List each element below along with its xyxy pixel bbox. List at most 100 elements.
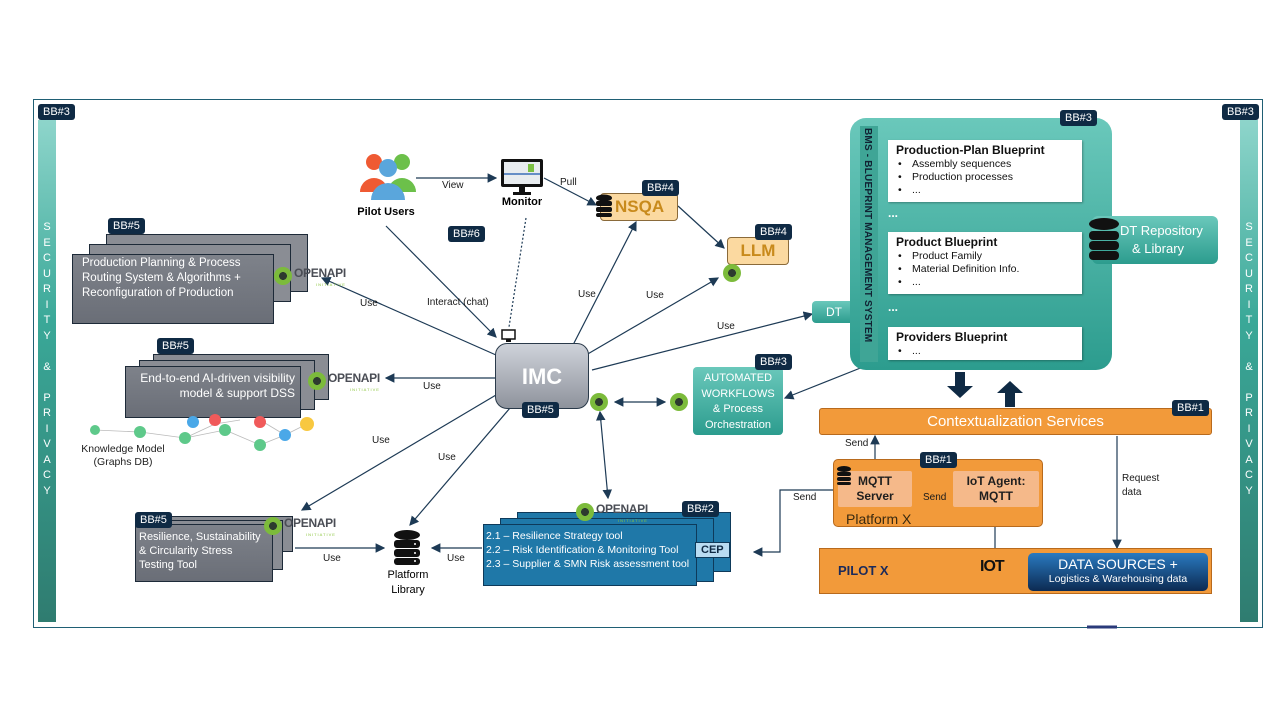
openapi-icon [576,502,594,521]
edge-label-send: Send [793,492,817,503]
security-letter: E [43,236,51,249]
arrow-context-up [997,381,1023,407]
openapi-icon [264,516,282,535]
monitor-icon[interactable] [500,158,546,196]
tool-line: End-to-end AI-driven visibility [140,371,295,385]
bms-badge: BB#3 [1060,110,1097,126]
security-letter: R [43,283,51,295]
edge-label-view: View [442,180,464,191]
edge-imc-stress [300,394,497,511]
pilot-users-icon [360,154,416,200]
dt-tag[interactable]: DT [812,301,856,323]
edge-label-send: Send [923,492,947,503]
security-letter [45,375,48,391]
llm-label: LLM [740,241,776,260]
chat-screen-icon [501,329,516,342]
graph-node [254,416,266,428]
security-letter: C [43,252,51,264]
blueprint-card-production-plan[interactable]: Production-Plan Blueprint Assembly seque… [888,140,1082,202]
llm-node[interactable]: LLM [727,237,789,265]
security-letter: U [43,267,51,280]
openapi-connector-icon [670,393,688,411]
openapi-icon [308,371,326,390]
edge-label-use: Use [447,553,465,564]
automated-workflows-node[interactable]: AUTOMATED WORKFLOWS & Process Orchestrat… [693,367,783,435]
edge-label-send: Send [845,438,869,449]
edge-label-use: Use [438,452,456,463]
graph-node [219,424,231,436]
edge-monitor-imc [508,217,527,328]
security-letter: T [43,314,51,326]
dt-repository-db-icon [1089,218,1119,260]
llm-badge: BB#4 [755,224,792,240]
edge-imc-dt [591,311,814,371]
pilot-x-label: PILOT X [838,563,889,578]
graph-node [209,414,221,426]
edge-label-use: Use [717,321,735,332]
mqtt-server-node[interactable]: MQTT Server [838,471,912,507]
edge-label-pull: Pull [560,177,577,188]
platform-library-label: Platform Library [387,569,429,596]
openapi-icon [274,266,292,285]
security-letter: U [1245,267,1253,280]
security-letter: P [1245,391,1253,404]
blueprint-card-providers[interactable]: Providers Blueprint ... [888,327,1082,360]
graph-node [254,439,266,451]
contextualization-services[interactable]: Contextualization Services [819,408,1212,435]
security-letter: Y [1245,329,1253,342]
bms-vertical-title: BMS - BLUEPRINT MANAGEMENT SYSTEM [862,128,873,343]
tool-line: Production Planning & Process [82,257,241,269]
diagram-frame [33,99,1263,628]
blueprint-card-product[interactable]: Product Blueprint Product Family Materia… [888,232,1082,294]
edge-imc-library [409,407,511,526]
openapi-connector-icon [723,264,741,282]
security-letter: A [1245,453,1253,466]
tool-line: 2.1 – Resilience Strategy tool [486,530,623,542]
tool-line: Resilience, Sustainability [139,531,261,543]
cep-box[interactable]: CEP [695,542,730,558]
security-letter: S [1245,221,1253,233]
contextualization-badge: BB#1 [1172,400,1209,416]
security-letter [1247,344,1250,360]
security-letter [45,344,48,360]
edge-imc-prodplan [320,277,497,356]
security-letter: C [1245,469,1253,481]
edge-imc-nsqa [572,220,637,346]
edge-bms-workflow [783,364,869,400]
tool-line: & Circularity Stress [139,545,233,557]
knowledge-model-label: Knowledge Model (Graphs DB) [81,443,165,468]
openapi-connector-icon [590,393,608,411]
tool-line: 2.3 – Supplier & SMN Risk assessment too… [486,558,690,570]
monitor-label: Monitor [501,196,543,208]
security-letter: I [45,422,49,435]
tool-line: Reconfiguration of Production [82,287,234,299]
edge-pull [543,177,598,206]
imc-node[interactable]: IMC [495,343,589,409]
edge-imc-bb2 [595,410,613,500]
arrow-bms-down [947,372,973,398]
security-letter: Y [1245,484,1253,497]
edge-label-use: Use [578,289,596,300]
iot-agent-node[interactable]: IoT Agent: MQTT [953,471,1039,507]
tool-line: Testing Tool [139,559,197,571]
security-letter: T [1245,314,1253,326]
edge-label-use: Use [360,298,378,309]
graph-node [279,429,291,441]
security-letter: I [1247,422,1251,435]
platform-library-db-icon [394,530,420,565]
edge-mqtt-cep [752,489,833,557]
graph-node [300,417,314,431]
security-letter: I [1247,298,1251,311]
security-badge-right: BB#3 [1222,104,1259,120]
data-sources-node[interactable]: DATA SOURCES + Logistics & Warehousing d… [1028,553,1208,591]
security-letter: A [43,453,51,466]
security-letter: & [43,360,51,373]
bb5-badge: BB#5 [108,218,145,234]
bb5-badge: BB#5 [135,512,172,528]
security-letter: R [43,407,51,419]
